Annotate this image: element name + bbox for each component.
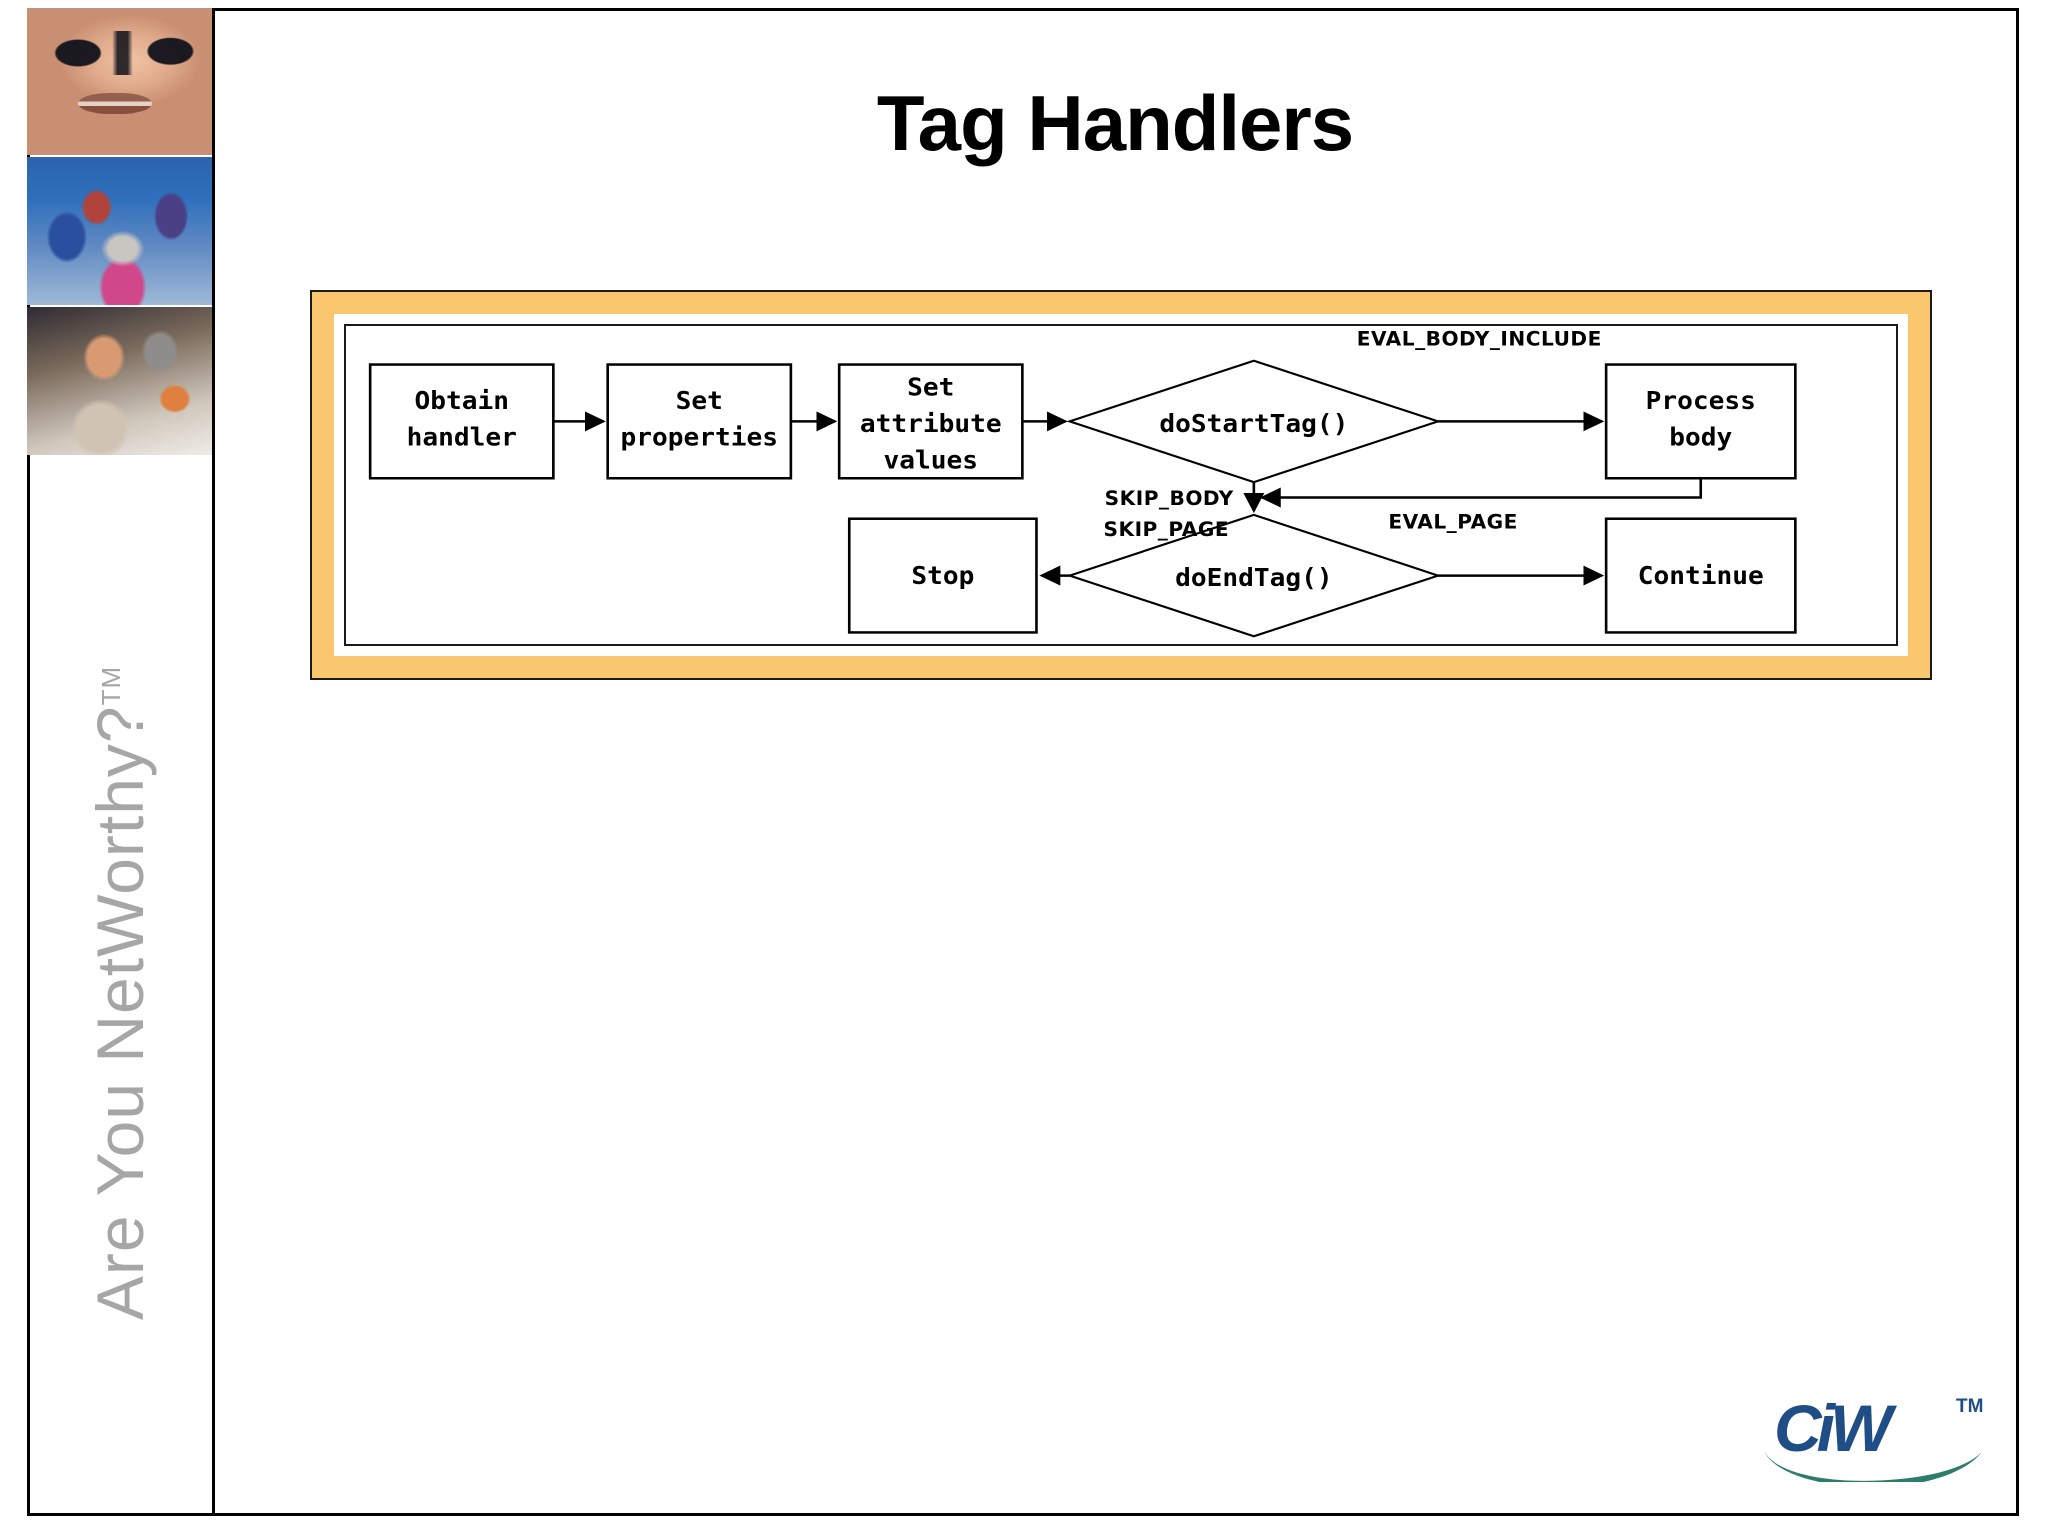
node-process-body-line2: body	[1669, 423, 1732, 452]
node-continue	[1604, 517, 1797, 634]
photo-instructor-pointing	[27, 307, 212, 455]
edge-label-eval-body-include: EVAL_BODY_INCLUDE	[1357, 328, 1602, 350]
node-process-body-line1: Process	[1646, 386, 1756, 415]
node-do-start-tag-label: doStartTag()	[1159, 410, 1348, 439]
photo-classroom-blue	[27, 157, 212, 305]
ciw-logo: CiW TM	[1760, 1388, 1990, 1494]
node-set-attr-line3: values	[884, 446, 979, 475]
diagram-canvas: Obtain handler Set properties Set attrib…	[344, 324, 1898, 646]
tagline-text: Are You NetWorthy?	[83, 705, 158, 1321]
node-set-properties	[606, 363, 793, 480]
flowchart-svg: Obtain handler Set properties Set attrib…	[368, 328, 1797, 638]
ciw-logo-tm: TM	[1956, 1396, 1984, 1417]
node-do-end-tag-label: doEndTag()	[1175, 564, 1333, 593]
edge-label-skip-page: SKIP_PAGE	[1104, 518, 1230, 540]
diagram-accent-frame: Obtain handler Set properties Set attrib…	[310, 290, 1932, 680]
sidebar: Are You NetWorthy?TM	[27, 8, 215, 1516]
node-continue-label: Continue	[1638, 562, 1764, 591]
node-stop	[847, 517, 1038, 634]
edge-label-eval-page: EVAL_PAGE	[1388, 511, 1518, 533]
diagram-white-gap: Obtain handler Set properties Set attrib…	[334, 314, 1908, 656]
node-set-properties-line1: Set	[676, 386, 723, 415]
node-obtain-handler-line1: Obtain	[414, 386, 509, 415]
node-stop-label: Stop	[911, 562, 974, 591]
edge-processbody-to-doendtag	[1259, 478, 1703, 508]
node-obtain-handler	[368, 363, 555, 480]
tagline-tm: TM	[96, 665, 127, 706]
page-title: Tag Handlers	[876, 79, 1354, 167]
node-set-attr-line1: Set	[907, 373, 954, 402]
photo-student-glasses	[27, 8, 212, 155]
node-do-end-tag	[1066, 513, 1442, 638]
slide-border	[27, 8, 2019, 1516]
ciw-logo-text: CiW	[1774, 1391, 1892, 1465]
node-obtain-handler-line2: handler	[407, 423, 517, 452]
photo-strip	[27, 8, 212, 455]
node-set-properties-line2: properties	[621, 423, 779, 452]
node-process-body	[1604, 363, 1797, 480]
tagline-vertical: Are You NetWorthy?TM	[27, 478, 212, 1508]
node-set-attribute-values	[837, 363, 1024, 480]
edge-label-skip-body: SKIP_BODY	[1105, 488, 1234, 510]
node-set-attr-line2: attribute	[860, 410, 1002, 439]
